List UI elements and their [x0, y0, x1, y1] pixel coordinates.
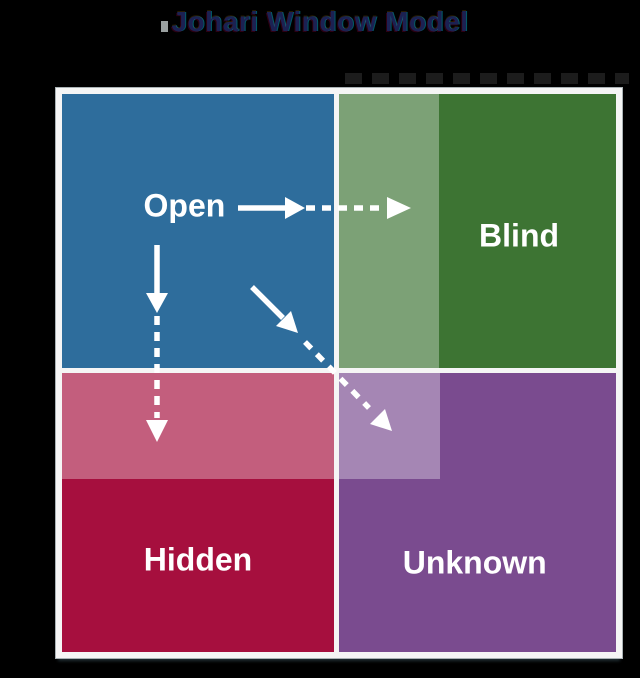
blind-expansion-overlay: [339, 94, 439, 368]
quadrant-open: Open: [62, 94, 334, 368]
unknown-expansion-overlay: [339, 373, 440, 479]
unknown-label: Unknown: [402, 544, 547, 581]
quadrant-blind: Blind: [339, 94, 616, 368]
johari-window-frame: Open Blind Hidden Unknown: [56, 88, 622, 658]
open-label: Open: [143, 187, 226, 224]
hidden-label: Hidden: [143, 541, 253, 578]
quadrant-unknown: Unknown: [339, 373, 616, 652]
page-title: Johari Window Model: [171, 6, 469, 37]
title-artifact-dot: [161, 21, 168, 32]
quadrant-hidden: Hidden: [62, 373, 334, 652]
unreadable-ghost-text-band: [345, 73, 629, 84]
hidden-expansion-overlay: [62, 373, 334, 479]
quadrant-grid: Open Blind Hidden Unknown: [62, 94, 616, 652]
blind-label: Blind: [479, 217, 560, 254]
